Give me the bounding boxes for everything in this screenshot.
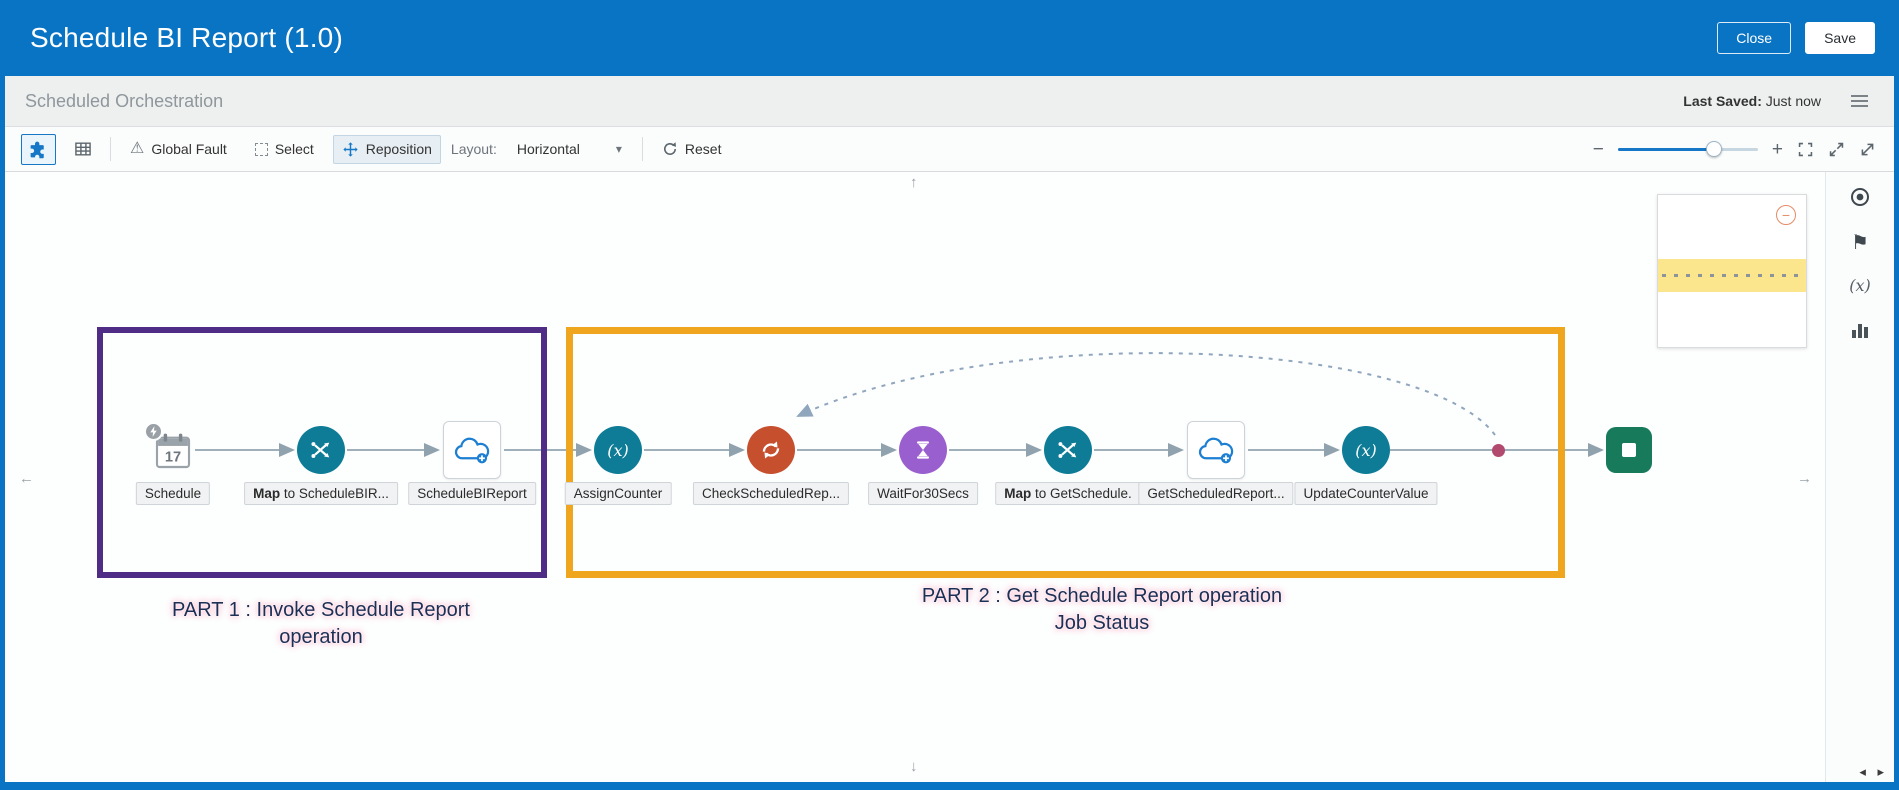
part2-annotation-line1[interactable]: PART 2 : Get Schedule Report operation <box>921 585 1283 607</box>
content-panel: Scheduled Orchestration Last Saved: Just… <box>5 76 1894 782</box>
minimap-flow-band <box>1658 259 1806 292</box>
node-label: CheckScheduledRep... <box>692 482 850 505</box>
part2-group-box[interactable] <box>566 327 1565 578</box>
integration-type-label: Scheduled Orchestration <box>25 90 224 111</box>
node-label: WaitFor30Secs <box>868 482 978 505</box>
part1-group-box[interactable] <box>97 327 547 578</box>
reset-icon <box>663 142 676 155</box>
node-label: GetScheduledReport... <box>1138 482 1294 505</box>
sub-header: Scheduled Orchestration Last Saved: Just… <box>5 76 1894 127</box>
scroll-down-icon[interactable]: ↓ <box>910 758 918 775</box>
mapper-icon <box>311 442 330 458</box>
move-icon <box>343 141 358 157</box>
canvas-side-rail: ⚑ (x) ◂ ▸ <box>1825 172 1894 782</box>
flow-connectors <box>195 352 1604 457</box>
part2-annotation-line2[interactable]: Job Status <box>1054 612 1150 634</box>
scroll-up-icon[interactable]: ↑ <box>910 174 918 191</box>
minimap-dotted-path <box>1662 274 1802 277</box>
last-saved-status: Last Saved: Just now <box>1683 93 1821 109</box>
toolbar-separator <box>641 137 643 161</box>
expand-diagonal-icon[interactable] <box>1859 141 1876 158</box>
zoom-slider[interactable] <box>1617 141 1758 157</box>
node-label: Map to ScheduleBIR... <box>244 482 398 505</box>
close-button[interactable]: Close <box>1717 22 1792 54</box>
reposition-mode-button[interactable]: Reposition <box>332 134 441 164</box>
canvas-view-button[interactable] <box>21 133 56 165</box>
scroll-right-icon[interactable]: → <box>1797 470 1812 487</box>
layout-label: Layout: <box>450 141 497 157</box>
scroll-left-icon[interactable]: ← <box>19 470 34 487</box>
loop-back-connector <box>796 352 1496 436</box>
node-assigncounter[interactable]: (x) <box>594 426 642 474</box>
node-waitfor30secs[interactable] <box>899 426 947 474</box>
reset-layout-button[interactable]: Reset <box>653 135 731 163</box>
zoom-out-icon[interactable]: − <box>1592 138 1604 160</box>
node-label: AssignCounter <box>564 482 672 505</box>
warning-icon: ⚠ <box>130 140 145 157</box>
expression-icon: (x) <box>607 440 629 460</box>
node-map-to-schedulebireport[interactable] <box>297 426 345 474</box>
zoom-slider-knob[interactable] <box>1705 141 1722 157</box>
part1-annotation-line2[interactable]: operation <box>279 626 363 648</box>
canvas-toolbar: ⚠ Global Fault Select Reposition Layout:… <box>5 127 1894 172</box>
last-saved-value: Just now <box>1765 93 1821 109</box>
node-label: UpdateCounterValue <box>1294 482 1438 505</box>
hourglass-icon <box>917 441 929 459</box>
node-label: Map to GetSchedule. <box>995 482 1141 505</box>
last-saved-label: Last Saved: <box>1683 93 1762 109</box>
layout-selected-value: Horizontal <box>516 141 580 157</box>
loop-anchor-dot[interactable] <box>1492 444 1505 457</box>
select-mode-button[interactable]: Select <box>246 135 323 163</box>
lightning-bolt-icon <box>144 422 163 441</box>
milestone-flag-icon[interactable]: ⚑ <box>1851 232 1869 254</box>
canvas-view-icon <box>30 141 44 158</box>
stop-icon <box>1622 443 1636 457</box>
menu-icon[interactable] <box>1847 91 1872 111</box>
minimap-collapse-icon[interactable]: − <box>1776 205 1796 225</box>
calendar-icon: 17 <box>155 433 191 469</box>
page-title: Schedule BI Report (1.0) <box>30 22 343 53</box>
save-button[interactable]: Save <box>1805 22 1875 54</box>
node-schedule[interactable]: 17 <box>144 422 193 471</box>
tree-view-button[interactable] <box>66 134 100 164</box>
node-getscheduledreport[interactable] <box>1187 421 1245 479</box>
chart-icon[interactable] <box>1850 320 1870 345</box>
toolbar-separator <box>110 137 111 161</box>
tracking-target-icon[interactable] <box>1849 186 1871 213</box>
node-map-to-getschedule[interactable] <box>1044 426 1092 474</box>
variables-icon[interactable]: (x) <box>1849 276 1871 295</box>
minimap[interactable]: − <box>1657 194 1807 348</box>
zoom-fit-icon[interactable] <box>1797 141 1814 158</box>
header-bar: Schedule BI Report (1.0) Close Save <box>0 0 1899 76</box>
select-marquee-icon <box>254 142 268 156</box>
svg-text:17: 17 <box>165 450 181 466</box>
invoke-cloud-icon <box>1198 437 1234 463</box>
mapper-icon <box>1058 442 1077 458</box>
node-end[interactable] <box>1606 427 1652 473</box>
sync-arrows-icon <box>762 441 780 459</box>
zoom-in-icon[interactable]: + <box>1771 138 1783 160</box>
node-schedulebireport[interactable] <box>443 421 501 479</box>
zoom-controls: − + <box>1593 140 1876 159</box>
node-updatecountervalue[interactable]: (x) <box>1342 426 1390 474</box>
global-fault-button[interactable]: ⚠ Global Fault <box>130 140 227 158</box>
node-label: ScheduleBIReport <box>408 482 536 505</box>
orchestration-canvas[interactable]: 17 <box>5 172 1894 782</box>
pager-arrows-icon[interactable]: ◂ ▸ <box>1859 764 1888 779</box>
expression-icon: (x) <box>1355 440 1377 460</box>
node-label: Schedule <box>135 482 211 505</box>
layout-dropdown[interactable]: Horizontal ▾ <box>507 136 632 162</box>
grid-view-icon <box>75 142 91 156</box>
invoke-cloud-icon <box>454 437 490 463</box>
fullscreen-icon[interactable] <box>1828 141 1845 158</box>
chevron-down-icon: ▾ <box>615 142 622 156</box>
node-checkscheduledreport[interactable] <box>747 426 795 474</box>
part1-annotation-line1[interactable]: PART 1 : Invoke Schedule Report <box>172 599 470 621</box>
